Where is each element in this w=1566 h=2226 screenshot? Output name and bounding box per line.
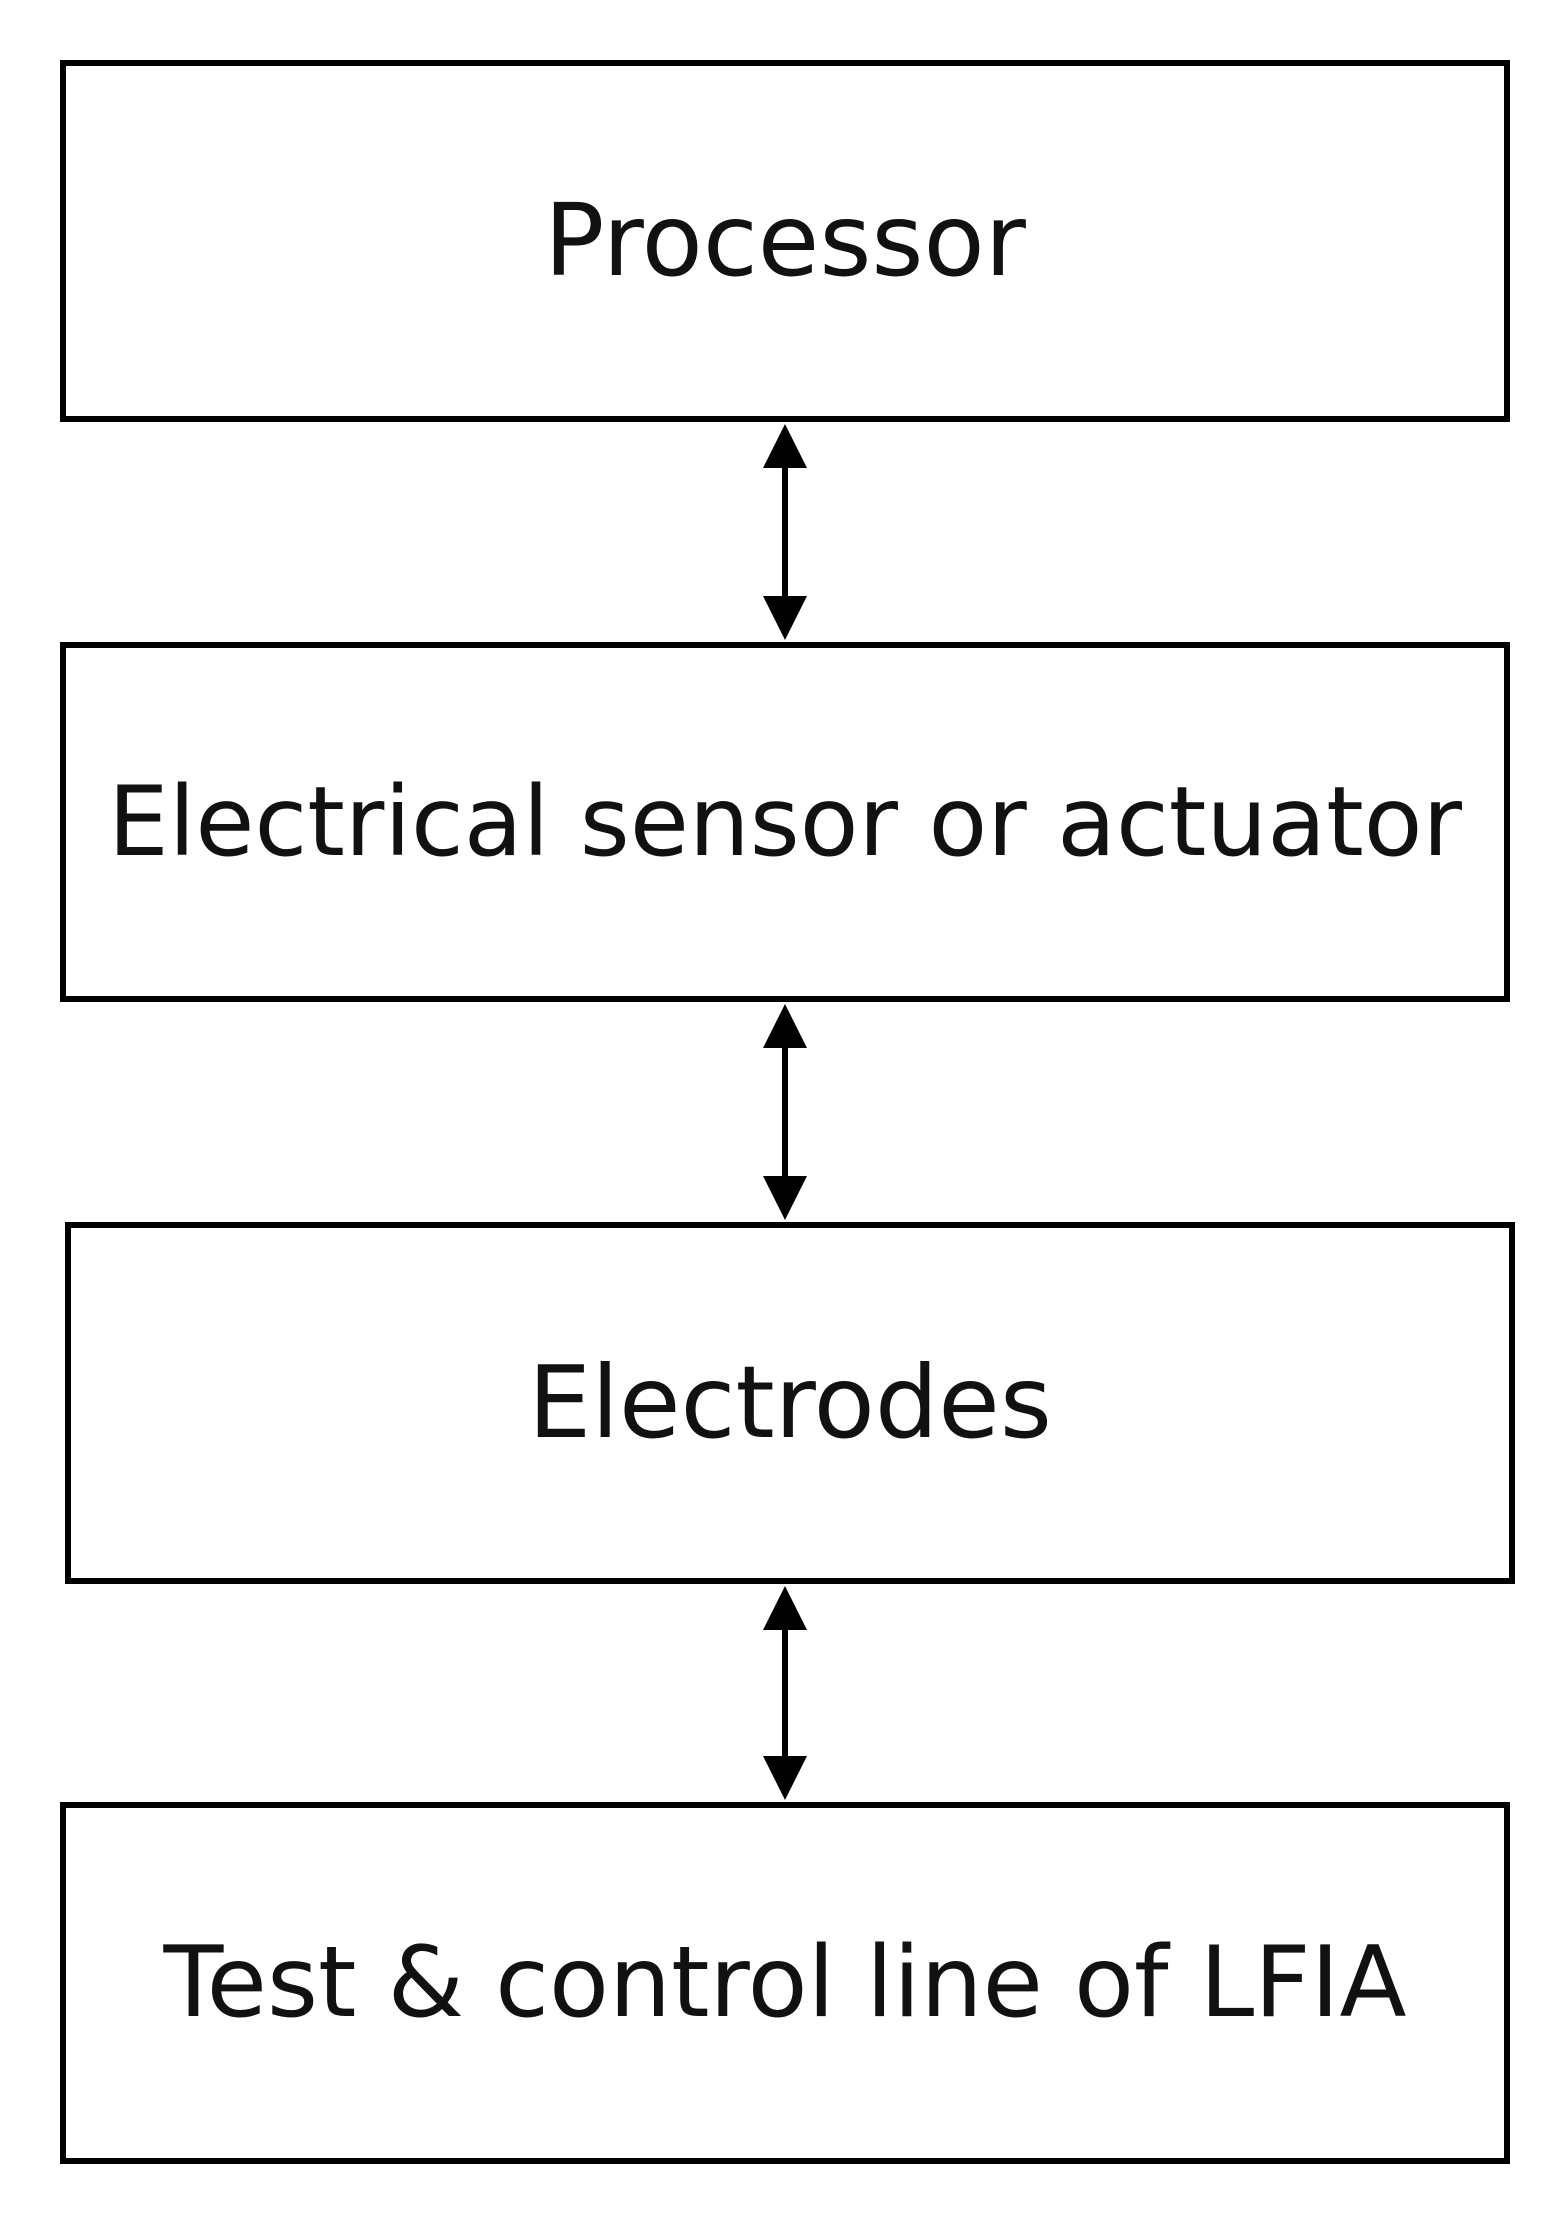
electrodes-label: Electrodes bbox=[528, 1344, 1052, 1461]
electrodes-block: Electrodes bbox=[65, 1222, 1515, 1584]
test-control-line-block: Test & control line of LFIA bbox=[60, 1802, 1510, 2164]
test-control-line-label: Test & control line of LFIA bbox=[163, 1926, 1407, 2040]
processor-label: Processor bbox=[544, 182, 1026, 299]
arrow-electrodes-lfia bbox=[763, 1586, 807, 1800]
arrow-processor-sensor bbox=[763, 424, 807, 640]
arrow-sensor-electrodes bbox=[763, 1004, 807, 1220]
electrical-sensor-actuator-label: Electrical sensor or actuator bbox=[108, 766, 1462, 878]
processor-block: Processor bbox=[60, 60, 1510, 422]
electrical-sensor-actuator-block: Electrical sensor or actuator bbox=[60, 642, 1510, 1002]
